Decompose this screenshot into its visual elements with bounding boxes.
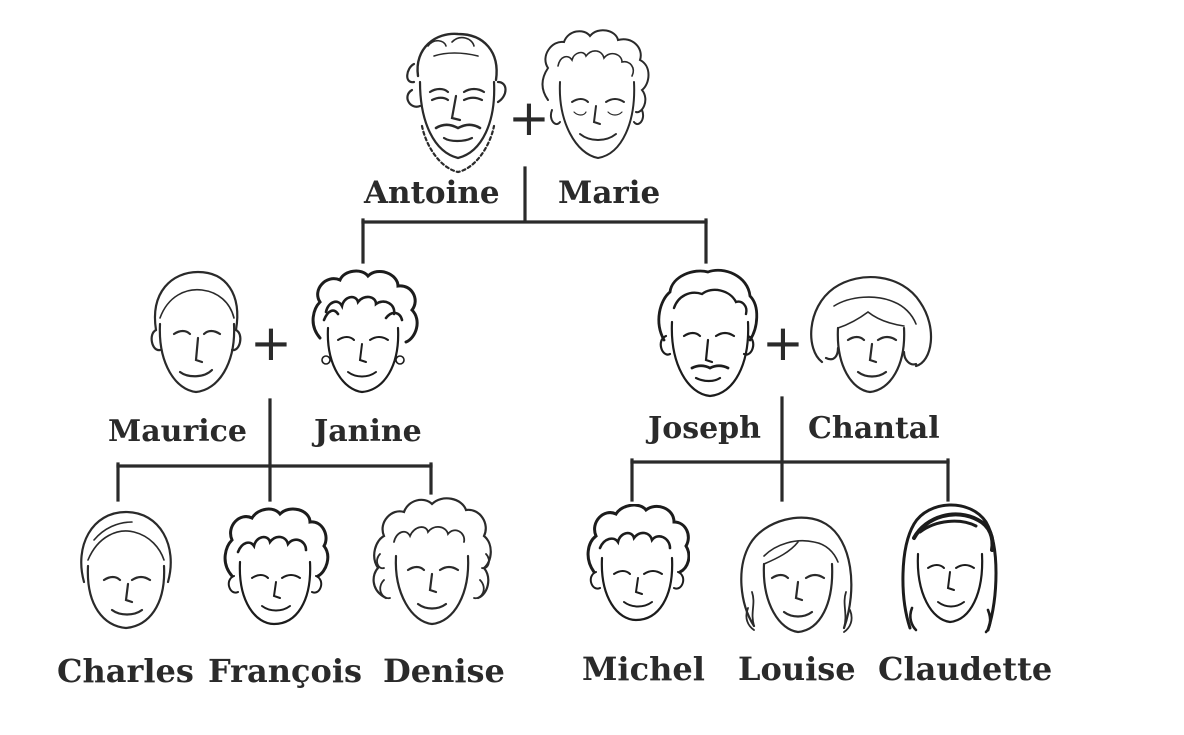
person-name-louise: Louise [738,650,856,688]
woman-curly-hair-face-icon [311,269,419,394]
girl-curly-hair-face-icon [372,497,492,626]
grandmother-face-icon [541,29,650,160]
man-face-icon [150,270,242,394]
girl-long-hair-face-icon [740,516,853,634]
person-name-marie: Marie [558,175,661,211]
person-name-francois: François [208,652,363,690]
person-name-janine: Janine [314,414,422,449]
grandfather-face-icon [406,32,507,174]
person-name-chantal: Chantal [808,411,940,446]
person-name-charles: Charles [57,652,194,690]
woman-bob-hair-face-icon [810,276,933,394]
person-name-michel: Michel [582,650,705,688]
marriage-plus-sign: + [508,89,550,147]
boy-curly-hair-face-icon [223,507,330,626]
person-name-claudette: Claudette [878,650,1053,688]
person-name-maurice: Maurice [108,414,248,449]
person-name-denise: Denise [383,652,505,690]
boy-curly-hair-face-icon [586,504,690,622]
person-name-joseph: Joseph [648,411,761,446]
girl-dark-hair-face-icon [901,503,998,634]
boy-face-icon [80,510,172,630]
man-mustache-face-icon [657,269,759,398]
marriage-plus-sign: + [762,314,804,372]
person-name-antoine: Antoine [364,175,500,211]
marriage-plus-sign: + [250,314,292,372]
